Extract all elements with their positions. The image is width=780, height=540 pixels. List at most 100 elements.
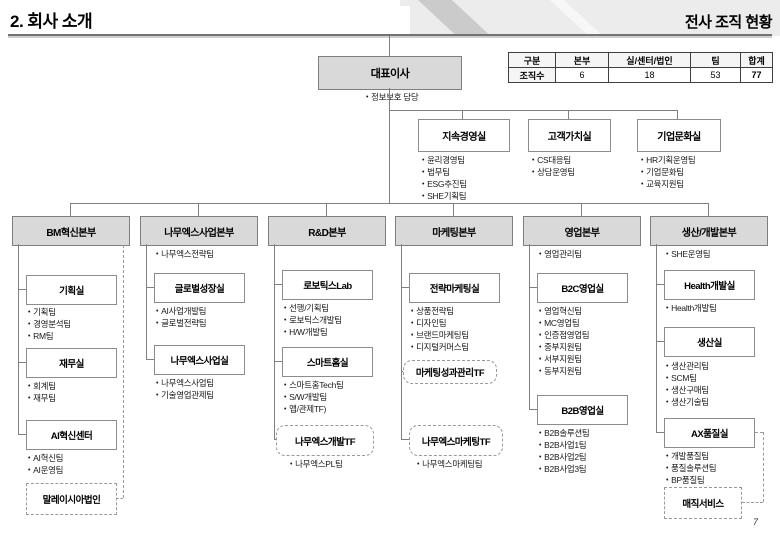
division-note: 나무엑스전략팀 [156, 249, 214, 261]
team-list: 회계팀재무팀 [28, 381, 56, 405]
unit-box-tf: 나무엑스개발TF [276, 425, 374, 456]
team-list: 선행/기획팀로보틱스개발팀H/W개발팀 [284, 303, 342, 339]
connector-line [70, 203, 708, 204]
unit-box-service: 매직서비스 [664, 487, 742, 519]
connector-line-dashed [123, 245, 124, 498]
unit-box: 재무실 [26, 348, 117, 378]
division-note: 영업관리팀 [539, 249, 582, 261]
team-list: 생산관리팀SCM팀생산구매팀생산기술팀 [666, 361, 709, 409]
unit-box-tf: 나무엑스마케팅TF [409, 425, 503, 456]
team-item: ESG추진팀 [422, 179, 467, 191]
unit-box: AX품질실 [664, 418, 755, 448]
team-item: SCM팀 [666, 373, 709, 385]
team-item: Health개발팀 [666, 303, 717, 315]
connector-line [656, 284, 664, 285]
team-item: 법무팀 [422, 167, 467, 179]
section-title: 2. 회사 소개 [10, 12, 93, 31]
connector-line [70, 203, 71, 216]
col-header: 실/센터/법인 [608, 52, 691, 68]
team-item: 나무엑스PL팀 [290, 459, 343, 471]
connector-line [389, 36, 390, 56]
unit-box: AI혁신센터 [26, 420, 117, 450]
team-item: AI운영팀 [28, 465, 63, 477]
division-note: SHE운영팀 [666, 249, 710, 261]
team-item: 글로벌전략팀 [156, 318, 206, 330]
team-item: B2B사업2팀 [539, 452, 589, 464]
connector-line [529, 244, 530, 409]
team-list: HR기획운영팀기업문화팀교육지원팀 [641, 155, 696, 191]
team-list: 기획팀경영분석팀RM팀 [28, 307, 71, 343]
team-item: 교육지원팀 [641, 179, 695, 191]
team-list: B2B솔루션팀B2B사업1팀B2B사업2팀B2B사업3팀 [539, 428, 590, 476]
cell-office-count: 18 [608, 67, 691, 83]
connector-line [18, 244, 19, 434]
division-box: 마케팅본부 [395, 216, 513, 246]
staff-office-box: 기업문화실 [637, 119, 721, 152]
staff-office-box: 지속경영실 [418, 119, 510, 152]
unit-box-overseas: 말레이시아법인 [26, 483, 117, 515]
team-item: 선행/기획팀 [284, 303, 342, 315]
team-item: B2B솔루션팀 [539, 428, 590, 440]
team-list: CS대응팀상담운영팀 [532, 155, 575, 179]
header-decoration-band [400, 0, 780, 36]
team-item: AI사업개발팀 [156, 306, 206, 318]
cell-team-count: 53 [690, 67, 741, 83]
header-rule-shadow [8, 36, 772, 38]
unit-box: 글로벌성장실 [154, 273, 245, 303]
connector-line [389, 110, 678, 111]
team-item: 동부지원팀 [539, 366, 589, 378]
team-list: 스마트홈Tech팀S/W개발팀앱/관제TF) [284, 380, 344, 416]
team-item: 생산구매팀 [666, 385, 709, 397]
team-list: AI사업개발팀글로벌전략팀 [156, 306, 206, 330]
team-list: 윤리경영팀법무팀ESG추진팀SHE기획팀 [422, 155, 467, 203]
connector-line [568, 110, 569, 119]
unit-box: 기획실 [26, 275, 117, 305]
team-item: 앱/관제TF) [284, 404, 344, 416]
connector-line [401, 244, 402, 439]
team-list: AI혁신팀AI운영팀 [28, 453, 63, 477]
team-item: 윤리경영팀 [422, 155, 467, 167]
division-column: R&D본부 로보틱스Lab 선행/기획팀로보틱스개발팀H/W개발팀 스마트홈실 … [268, 0, 398, 540]
connector-line-dashed [116, 498, 123, 499]
connector-line [656, 244, 657, 432]
connector-line [326, 203, 327, 216]
division-column: 영업본부 영업관리팀 B2C영업실 영업혁신팀MC영업팀인증점영업팀중부지원팀서… [523, 0, 653, 540]
org-summary-table: 구분 본부 실/센터/법인 팀 합계 조직수 6 18 53 77 [508, 52, 773, 83]
division-column: 생산/개발본부 SHE운영팀 Health개발실 Health개발팀 생산실 생… [650, 0, 780, 540]
ceo-box: 대표이사 [318, 56, 462, 90]
team-item: 상품전략팀 [411, 306, 469, 318]
team-item: 재무팀 [28, 393, 56, 405]
team-item: B2B사업1팀 [539, 440, 589, 452]
connector-line [581, 203, 582, 216]
unit-box-tf: 마케팅성과관리TF [403, 360, 497, 384]
staff-office-box: 고객가치실 [528, 119, 611, 152]
team-item: RM팀 [28, 331, 71, 343]
page-title: 전사 조직 현황 [684, 14, 773, 31]
unit-box: 나무엑스사업실 [154, 345, 245, 375]
team-item: 기획팀 [28, 307, 71, 319]
connector-line [274, 244, 275, 439]
connector-line [18, 289, 26, 290]
team-list: 영업혁신팀MC영업팀인증점영업팀중부지원팀서부지원팀동부지원팀 [539, 306, 589, 378]
unit-box: 생산실 [664, 327, 755, 357]
connector-line [389, 88, 390, 203]
connector-line-dashed [763, 432, 764, 502]
team-item: 나무엑스마케팅팀 [417, 459, 482, 471]
division-box: 나무엑스사업본부 [140, 216, 258, 246]
connector-line [18, 362, 26, 363]
team-item: H/W개발팀 [284, 327, 342, 339]
team-item: AI혁신팀 [28, 453, 63, 465]
team-list: 나무엑스사업팀기술영업관제팀 [156, 378, 214, 402]
team-item: 로보틱스개발팀 [284, 315, 342, 327]
division-box: 생산/개발본부 [650, 216, 768, 246]
connector-line [401, 439, 409, 440]
connector-line [146, 359, 154, 360]
team-item: SHE기획팀 [422, 191, 467, 203]
team-item: B2B사업3팀 [539, 464, 589, 476]
division-column: 나무엑스사업본부 나무엑스전략팀 글로벌성장실 AI사업개발팀글로벌전략팀 나무… [140, 0, 270, 540]
cell-hq-count: 6 [555, 67, 609, 83]
team-item: 개발품질팀 [666, 451, 716, 463]
team-list: 상품전략팀디자인팀브랜드마케팅팀디지털커머스팀 [411, 306, 469, 354]
connector-line [529, 409, 537, 410]
